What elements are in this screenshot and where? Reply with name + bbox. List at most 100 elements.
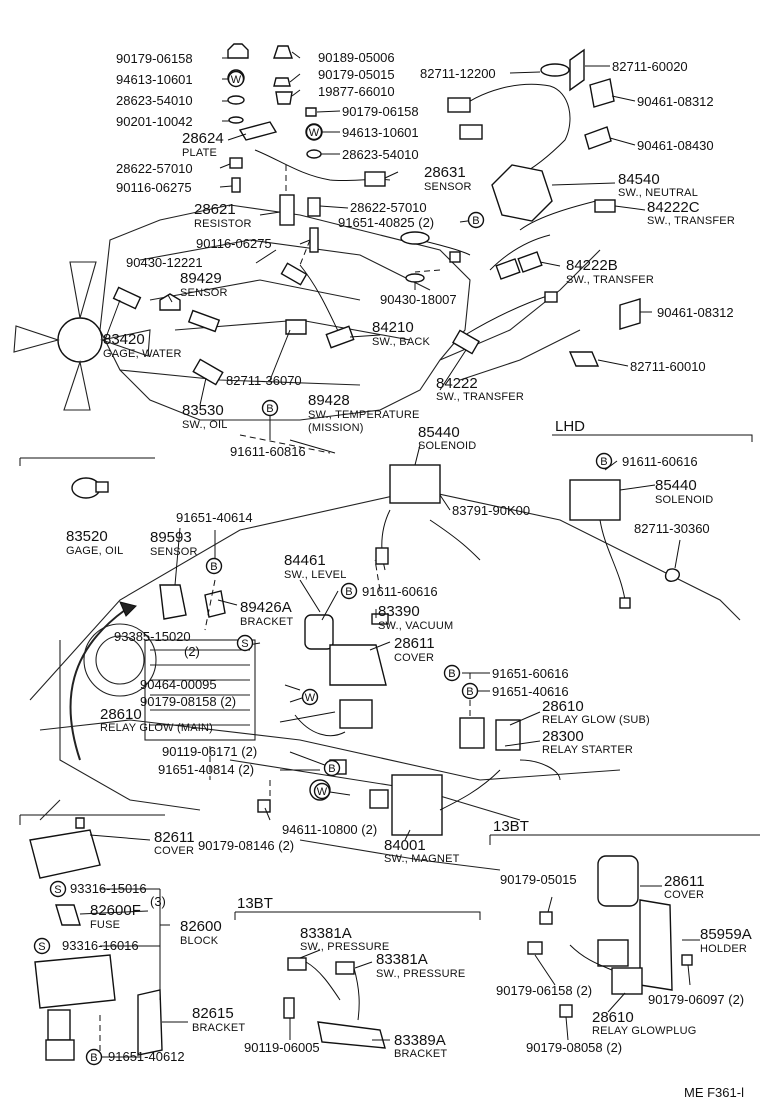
callout-label: 84222 <box>436 375 478 392</box>
callout-label: 84001 <box>384 837 426 854</box>
callout-label: SOLENOID <box>655 494 713 506</box>
callout-label: SW., VACUUM <box>378 620 453 632</box>
callout-label: 89593 <box>150 529 192 546</box>
callout-label: SENSOR <box>180 287 228 299</box>
callout-label: 82711-12200 <box>420 66 496 81</box>
callout-label: 85440 <box>418 424 460 441</box>
b-symbol-7: B <box>461 682 479 700</box>
callout-label: 28610 <box>542 698 584 715</box>
b-symbol-4: B <box>205 557 223 575</box>
callout-label: 28610 <box>592 1009 634 1026</box>
callout-label: 90179-06158 <box>342 104 419 119</box>
svg-text:B: B <box>448 668 456 680</box>
callout-label: RELAY GLOW (MAIN) <box>100 722 213 734</box>
callout-label: 90461-08430 <box>637 138 714 153</box>
callout-label: 90119-06171 (2) <box>162 744 257 759</box>
callout-label: 28624 <box>182 130 224 147</box>
callout-label: SW., OIL <box>182 419 228 431</box>
section-label-13bt-bottom: 13BT <box>237 895 273 912</box>
callout-label: 84222C <box>647 199 700 216</box>
callout-label: 28631 <box>424 164 466 181</box>
callout-label: 89426A <box>240 599 292 616</box>
callout-label: 82615 <box>192 1005 234 1022</box>
callout-label: 91611-60616 <box>622 454 698 469</box>
callout-label: 83420 <box>103 331 145 348</box>
callout-label: 28622-57010 <box>116 161 193 176</box>
callout-label: COVER <box>664 889 704 901</box>
b-symbol-9: B <box>85 1048 103 1066</box>
callout-label: 94613-10601 <box>116 72 193 87</box>
callout-label: 90116-06275 <box>116 180 192 195</box>
callout-label: SW., BACK <box>372 336 430 348</box>
svg-text:S: S <box>54 884 62 896</box>
callout-label: COVER <box>394 652 434 664</box>
callout-label: SW., LEVEL <box>284 569 347 581</box>
callout-label: 90461-08312 <box>657 305 734 320</box>
callout-label: SW., NEUTRAL <box>618 187 698 199</box>
callout-label: 84540 <box>618 171 660 188</box>
callout-label: 28611 <box>664 873 705 890</box>
callout-label: 93385-15020 <box>114 629 191 644</box>
callout-label: 83381A <box>300 925 352 942</box>
w-symbol-2: W <box>305 123 323 141</box>
svg-text:W: W <box>317 786 328 798</box>
callout-label: 90461-08312 <box>637 94 714 109</box>
callout-label: 28623-54010 <box>342 147 419 162</box>
callout-label: 90430-12221 <box>126 255 203 270</box>
w-symbol-3: W <box>301 688 319 706</box>
callout-label: RELAY STARTER <box>542 744 633 756</box>
callout-label: BLOCK <box>180 935 219 947</box>
relay-glowplug-group <box>527 855 693 1018</box>
b-symbol-8: B <box>323 759 341 777</box>
callout-label: COVER <box>154 845 194 857</box>
callout-label: 28623-54010 <box>116 93 193 108</box>
callout-label: 93316-15016 <box>70 881 147 896</box>
leader-lines <box>79 51 700 1058</box>
callout-label: SW., PRESSURE <box>300 941 389 953</box>
callout-label: 89428 <box>308 392 350 409</box>
callout-label: RELAY GLOW (SUB) <box>542 714 650 726</box>
callout-label: 91651-40825 (2) <box>338 215 434 230</box>
callout-label: 90119-06005 <box>244 1040 320 1055</box>
callout-label: SENSOR <box>150 546 198 558</box>
callout-label: 90116-06275 <box>196 236 272 251</box>
callout-label: 91611-60616 <box>362 584 438 599</box>
callout-label: (2) <box>184 644 200 659</box>
callout-label: 90464-00095 <box>140 677 217 692</box>
w-symbol-4: W <box>313 782 331 800</box>
vehicle-parts <box>71 464 680 836</box>
section-label-lhd: LHD <box>555 418 585 435</box>
callout-label: 82600F <box>90 902 141 919</box>
callout-label: 94611-10800 (2) <box>282 822 377 837</box>
symbol-markers: W W B B B B B S B B W B W S S B <box>33 70 613 1066</box>
svg-text:S: S <box>241 638 249 650</box>
pressure-switch-group <box>283 957 386 1049</box>
callout-label: 82611 <box>154 829 195 846</box>
callout-label: 90179-06158 <box>116 51 193 66</box>
vehicle-body-outline <box>29 489 741 871</box>
svg-text:W: W <box>305 692 316 704</box>
b-symbol-3: B <box>595 452 613 470</box>
callout-label: 82711-60020 <box>612 59 688 74</box>
callout-label: 83520 <box>66 528 108 545</box>
svg-text:B: B <box>210 561 218 573</box>
callout-label: 90179-08146 (2) <box>198 838 294 853</box>
section-dividers <box>19 434 760 920</box>
small-parts-top-right <box>447 48 641 367</box>
callout-label: BRACKET <box>394 1048 447 1060</box>
relay-block-group <box>29 817 163 1061</box>
callout-label: 91611-60816 <box>230 444 306 459</box>
callout-label: 28611 <box>394 635 435 652</box>
callout-label: 83389A <box>394 1032 446 1049</box>
callout-label: 90179-06158 (2) <box>496 983 592 998</box>
callout-label: SW., TRANSFER <box>566 274 654 286</box>
callout-label: BRACKET <box>240 616 293 628</box>
callout-label: 90179-06097 (2) <box>648 992 744 1007</box>
callout-label: FUSE <box>90 919 120 931</box>
engine-outline <box>99 204 601 421</box>
svg-text:S: S <box>38 941 46 953</box>
callout-label: RESISTOR <box>194 218 252 230</box>
svg-text:B: B <box>90 1052 98 1064</box>
fan <box>13 261 151 411</box>
